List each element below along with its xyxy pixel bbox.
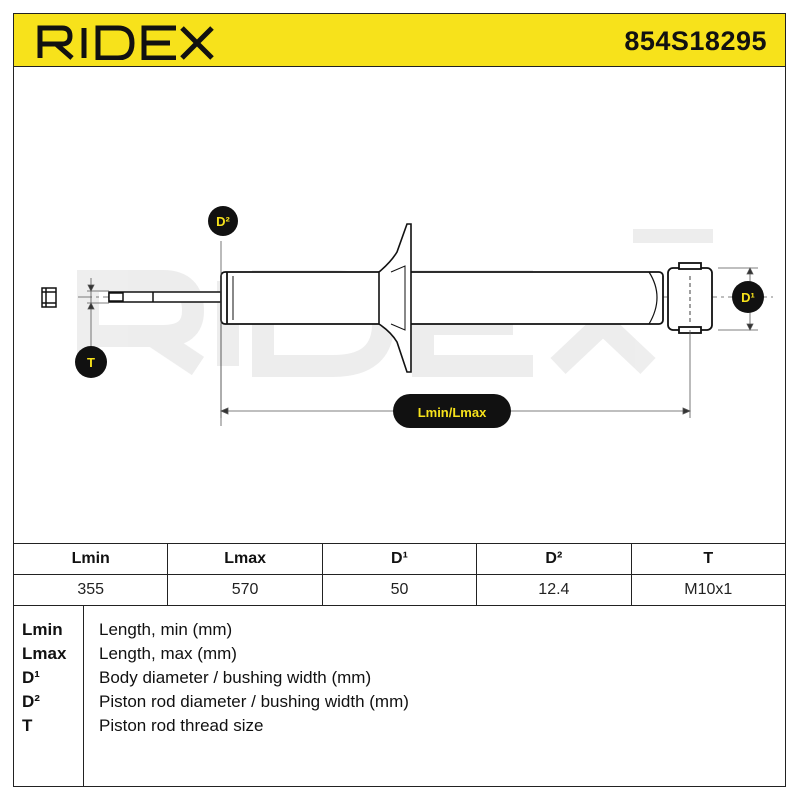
spec-table: Lmin Lmax D¹ D² T 355 570 50 12.4 M10x1 bbox=[12, 543, 787, 606]
spec-header-d2: D² bbox=[476, 543, 632, 575]
d2-label: D² bbox=[216, 214, 230, 229]
spec-value-d2: 12.4 bbox=[476, 574, 632, 606]
spec-header-row: Lmin Lmax D¹ D² T bbox=[12, 543, 787, 575]
spec-header-d1: D¹ bbox=[321, 543, 478, 575]
spec-value-d1: 50 bbox=[321, 574, 478, 606]
shock-body bbox=[220, 271, 664, 325]
legend-item: T Piston rod thread size bbox=[13, 714, 786, 738]
t-dimension bbox=[87, 278, 109, 351]
legend-description: Piston rod diameter / bushing width (mm) bbox=[99, 692, 409, 711]
legend-description: Piston rod thread size bbox=[99, 716, 264, 735]
legend-code: D² bbox=[22, 692, 40, 711]
length-label: Lmin/Lmax bbox=[418, 405, 487, 420]
legend-description: Body diameter / bushing width (mm) bbox=[99, 668, 372, 687]
d2-label-bubble: D² bbox=[208, 206, 238, 236]
spec-header-lmax: Lmax bbox=[167, 543, 323, 575]
legend-description: Length, min (mm) bbox=[99, 620, 233, 639]
legend-item: Lmax Length, max (mm) bbox=[13, 642, 786, 666]
legend-item: Lmin Length, min (mm) bbox=[13, 618, 786, 642]
spec-value-row: 355 570 50 12.4 M10x1 bbox=[12, 574, 787, 606]
shock-absorber-drawing: D² T D¹ Lmin/Lmax bbox=[13, 66, 786, 544]
brand-logo bbox=[37, 25, 214, 60]
legend-item: D¹ Body diameter / bushing width (mm) bbox=[13, 666, 786, 690]
d1-label-bubble: D¹ bbox=[732, 281, 764, 313]
legend-code: Lmin bbox=[22, 620, 63, 639]
legend: Lmin Length, min (mm) Lmax Length, max (… bbox=[13, 605, 786, 787]
legend-code: D¹ bbox=[22, 668, 40, 687]
spring-seat bbox=[378, 223, 412, 373]
length-label-bubble: Lmin/Lmax bbox=[393, 394, 511, 428]
piston-rod bbox=[108, 291, 222, 303]
legend-description: Length, max (mm) bbox=[99, 644, 237, 663]
spec-value-t: M10x1 bbox=[630, 574, 787, 606]
d1-dimension bbox=[718, 267, 758, 331]
header-bar: 854S18295 bbox=[13, 13, 786, 67]
spec-header-t: T bbox=[630, 543, 787, 575]
spec-value-lmax: 570 bbox=[167, 574, 323, 606]
d1-label: D¹ bbox=[741, 290, 755, 305]
part-number: 854S18295 bbox=[624, 26, 767, 56]
technical-drawing: D² T D¹ Lmin/Lmax bbox=[41, 206, 773, 428]
legend-code: Lmax bbox=[22, 644, 67, 663]
nut-icon bbox=[41, 287, 57, 308]
t-label: T bbox=[87, 355, 95, 370]
bottom-eye-bushing bbox=[667, 262, 713, 334]
spec-header-lmin: Lmin bbox=[12, 543, 169, 575]
legend-divider bbox=[83, 605, 84, 787]
t-label-bubble: T bbox=[75, 346, 107, 378]
legend-code: T bbox=[22, 716, 33, 735]
spec-value-lmin: 355 bbox=[12, 574, 169, 606]
legend-item: D² Piston rod diameter / bushing width (… bbox=[13, 690, 786, 714]
